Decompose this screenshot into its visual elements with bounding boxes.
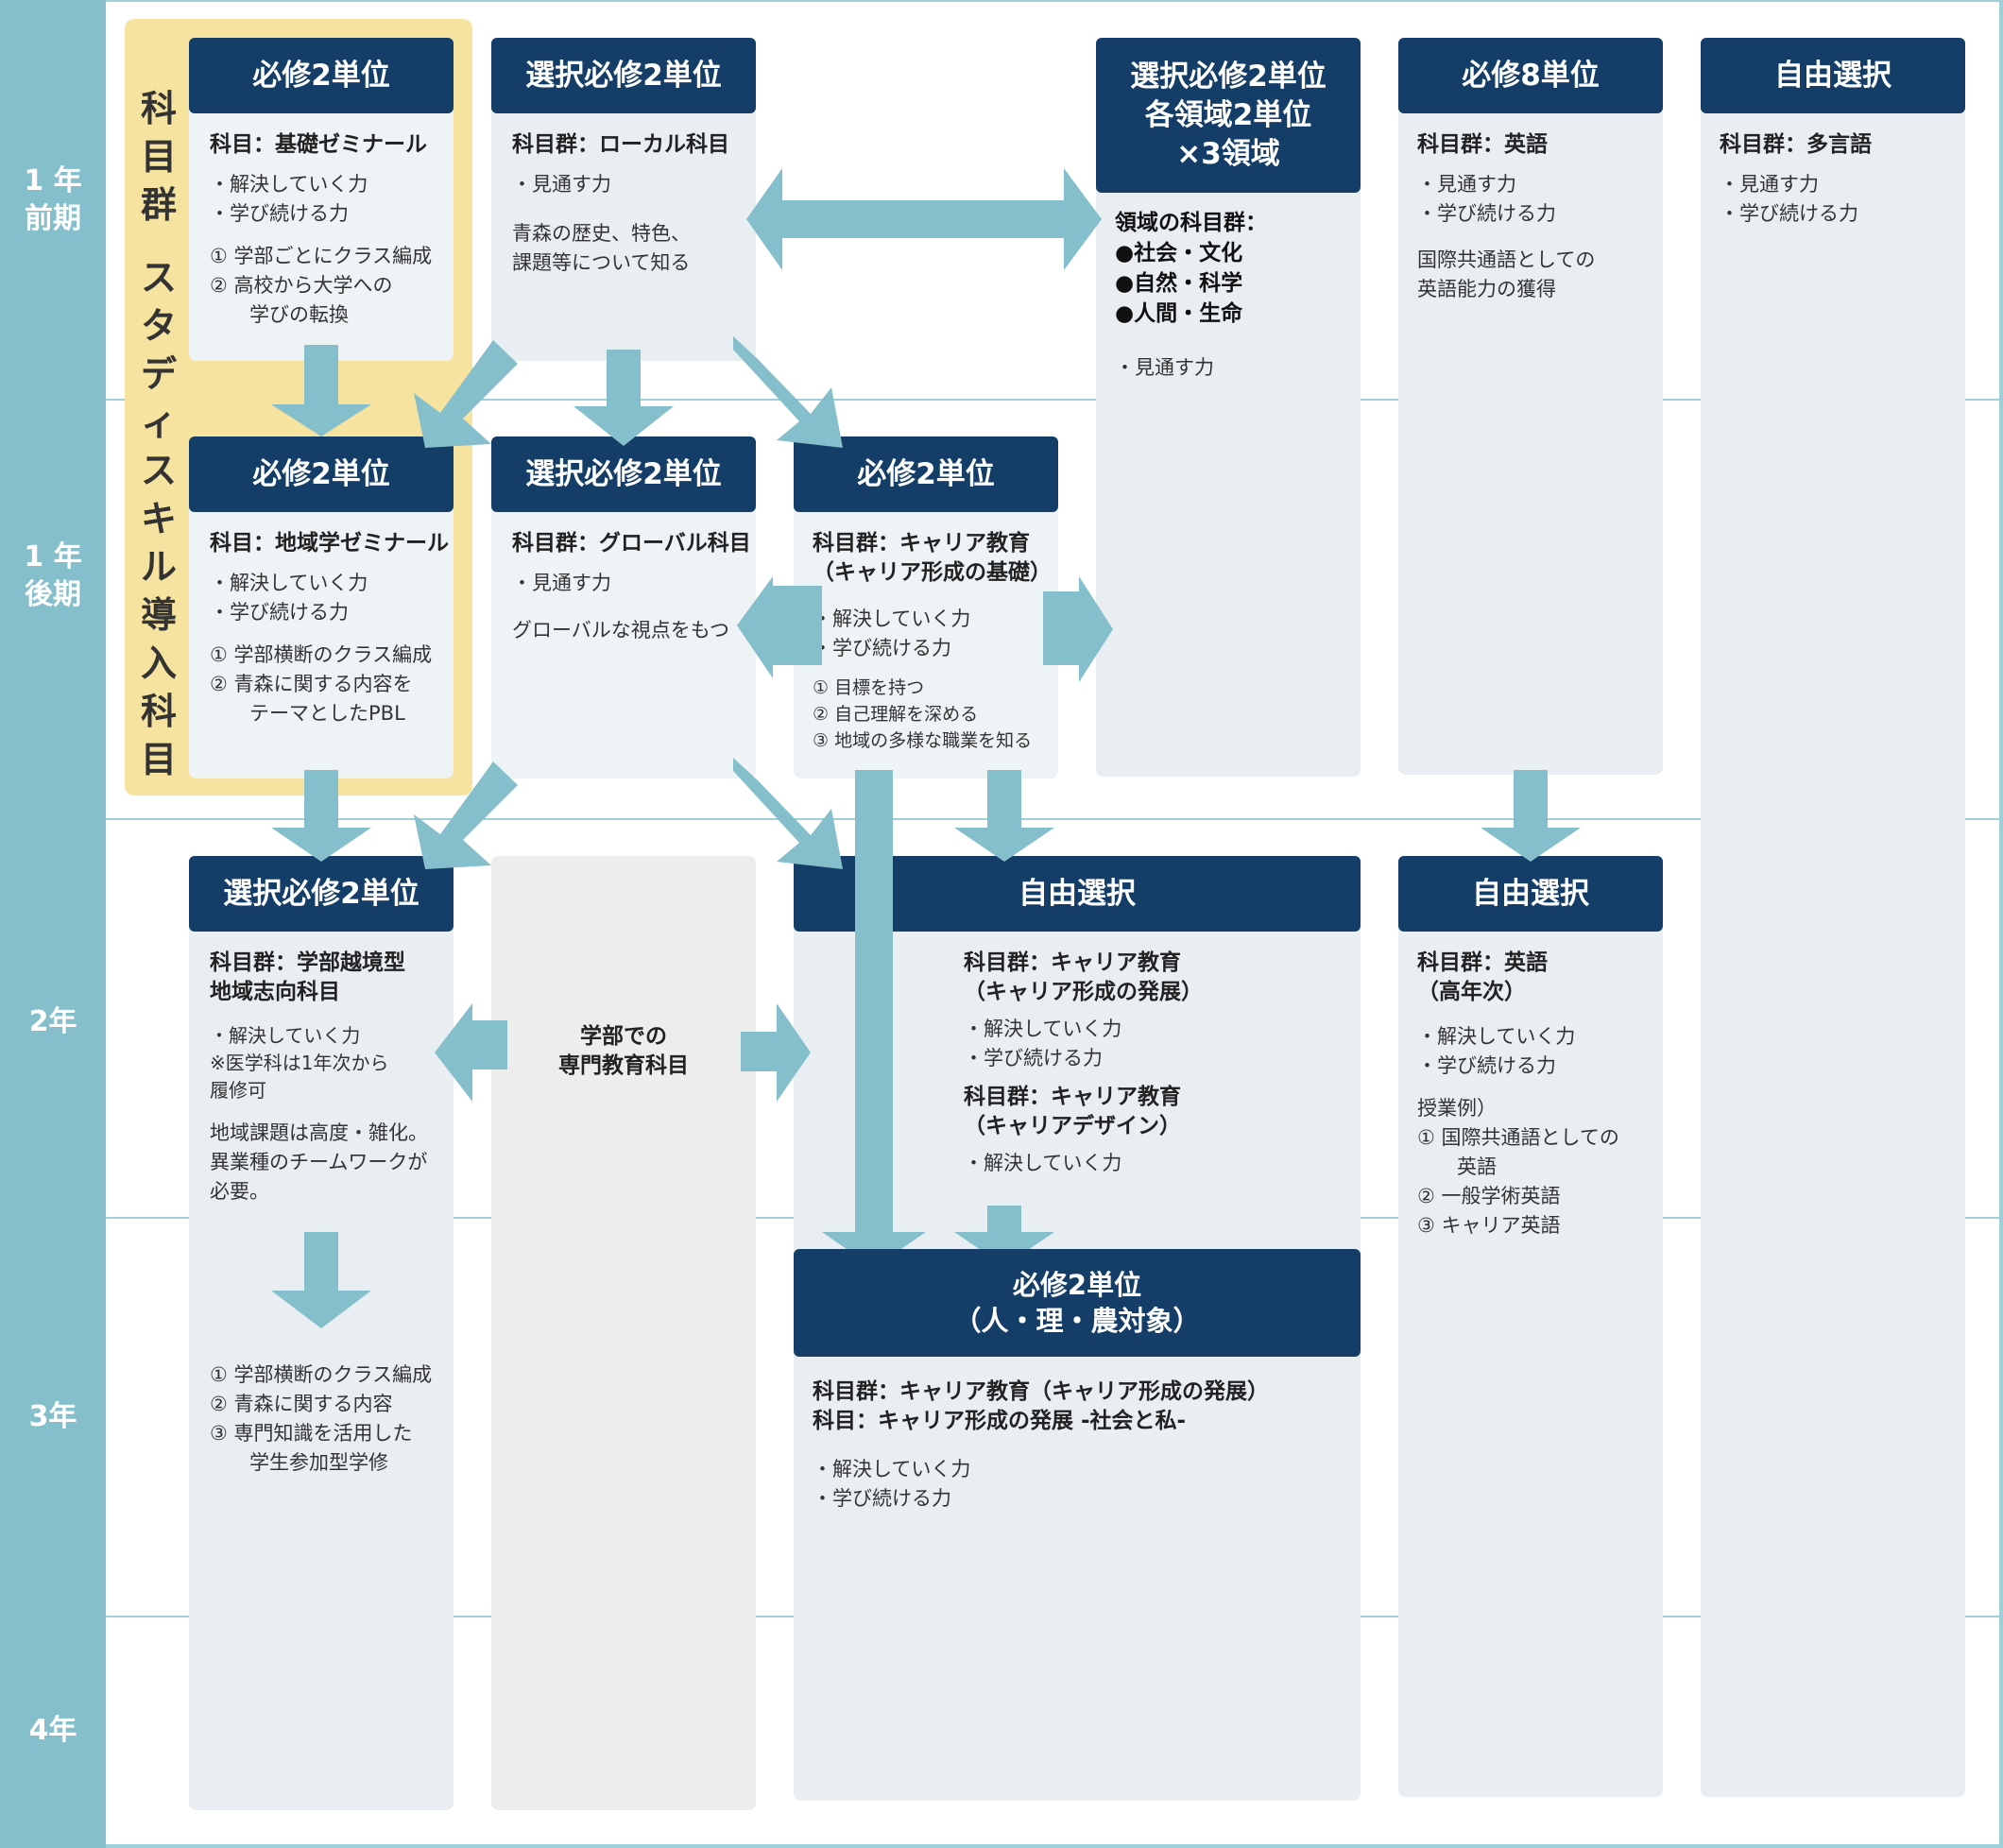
basic-seminar-skills: ・解決していく力 ・学び続ける力 <box>210 173 368 225</box>
arrow-diagonal <box>414 340 518 448</box>
header-local-subjects: 選択必修2単位 <box>491 38 756 113</box>
study-skill-label-char: 入 <box>140 642 177 684</box>
career-basic-notes: ① 目標を持つ ② 自己理解を深める ③ 地域の多様な職業を知る <box>813 677 1033 751</box>
year-label-1-second: 1 年 後期 <box>24 540 82 611</box>
header-english: 必修8単位 <box>1398 38 1663 113</box>
career-development-skills: ・解決していく力 ・学び続ける力 <box>964 1018 1122 1069</box>
header-career-required: 必修2単位 （人・理・農対象） <box>794 1249 1361 1357</box>
study-skill-label-char: 導 <box>140 594 177 636</box>
local-subjects-skills: ・見通す力 <box>512 173 611 196</box>
domain-subjects-title: 領域の科目群： ●社会・文化 ●自然・科学 ●人間・生命 <box>1115 211 1267 326</box>
arrow-bidirectional <box>746 168 1102 270</box>
career-basic-skills: ・解決していく力 ・学び続ける力 <box>813 607 971 659</box>
arrow-down <box>271 1232 371 1328</box>
global-subjects-notes: グローバルな視点をもつ <box>512 619 729 642</box>
study-skill-label-char: ス <box>140 450 177 491</box>
basic-seminar-title: 科目：基礎ゼミナール <box>210 132 427 157</box>
box-english <box>1398 38 1663 775</box>
regional-seminar-notes: ① 学部横断のクラス編成 ② 青森に関する内容を テーマとしたPBL <box>210 643 433 725</box>
cross-faculty-notes-2: ① 学部横断のクラス編成 ② 青森に関する内容 ③ 専門知識を活用した 学生参加… <box>210 1363 433 1474</box>
header-cross-faculty: 選択必修2単位 <box>189 856 454 932</box>
year-column <box>0 0 106 1848</box>
global-subjects-skills: ・見通す力 <box>512 572 611 594</box>
year-label-3: 3年 <box>28 1400 77 1433</box>
header-regional-seminar: 必修2単位 <box>189 436 454 512</box>
local-subjects-title: 科目群：ローカル科目 <box>512 132 729 157</box>
study-skill-label-char: キ <box>140 498 177 539</box>
career-design-title: 科目群：キャリア教育 （キャリアデザイン） <box>964 1085 1181 1138</box>
header-english-advanced: 自由選択 <box>1398 856 1663 932</box>
global-subjects-title: 科目群：グローバル科目 <box>512 531 751 556</box>
arrow-left <box>737 576 822 678</box>
arrow-down <box>574 350 674 446</box>
career-basic-title: 科目群：キャリア教育 （キャリア形成の基礎） <box>813 531 1052 585</box>
english-notes: 国際共通語としての 英語能力の獲得 <box>1417 248 1596 300</box>
arrow-down-long <box>822 770 926 1268</box>
english-advanced-skills: ・解決していく力 ・学び続ける力 <box>1417 1025 1576 1077</box>
header-career-basic: 必修2単位 <box>794 436 1058 512</box>
box-specialized <box>491 856 756 1810</box>
arrow-right <box>741 1003 811 1102</box>
arrow-diagonal <box>414 761 518 869</box>
year-column-border-bottom <box>106 1844 2003 1848</box>
career-required-title: 科目群：キャリア教育（キャリア形成の発展） 科目：キャリア形成の発展 -社会と私… <box>813 1379 1269 1433</box>
year-column-border-right <box>1999 0 2003 1848</box>
cross-faculty-skills: ・解決していく力 ※医学科は1年次から 履修可 <box>210 1024 389 1102</box>
study-skill-label-char: ィ <box>140 402 177 443</box>
regional-seminar-title: 科目：地域学ゼミナール <box>210 531 449 556</box>
career-required-skills: ・解決していく力 ・学び続ける力 <box>813 1458 971 1510</box>
header-domain-subjects: 選択必修2単位 各領域2単位 ×3領域 <box>1096 38 1361 193</box>
multilingual-title: 科目群：多言語 <box>1720 132 1872 157</box>
study-skill-label: 科目群 スタディスキル導入科目 <box>132 85 185 784</box>
domain-subjects-skills: ・見通す力 <box>1115 356 1214 379</box>
year-label-4: 4年 <box>28 1714 77 1747</box>
study-skill-label-char: ル <box>140 546 177 588</box>
study-skill-label-char: デ <box>140 353 177 395</box>
study-skill-label-char: 目 <box>140 136 177 178</box>
year-label-2: 2年 <box>28 1005 77 1038</box>
header-global-subjects: 選択必修2単位 <box>491 436 756 512</box>
box-multilingual <box>1701 38 1965 1797</box>
english-skills: ・見通す力 ・学び続ける力 <box>1417 173 1556 225</box>
header-multilingual: 自由選択 <box>1701 38 1965 113</box>
arrow-down <box>271 770 371 862</box>
year-label-1-first: 1 年 前期 <box>24 164 82 235</box>
study-skill-label-char: タ <box>140 305 177 347</box>
regional-seminar-skills: ・解決していく力 ・学び続ける力 <box>210 572 368 624</box>
arrow-right <box>1043 576 1113 682</box>
cross-faculty-notes: 地域課題は高度・雑化。 異業種のチームワークが 必要。 <box>210 1121 428 1203</box>
english-advanced-title: 科目群：英語 （高年次） <box>1417 950 1548 1004</box>
header-basic-seminar: 必修2単位 <box>189 38 454 113</box>
english-advanced-notes: 授業例） ① 国際共通語としての 英語 ② 一般学術英語 ③ キャリア英語 <box>1417 1097 1619 1237</box>
arrow-down <box>1481 770 1581 862</box>
study-skill-label-char: 目 <box>140 739 177 780</box>
year-column-border-top <box>106 0 2003 2</box>
arrow-down <box>954 1206 1054 1266</box>
career-development-title: 科目群：キャリア教育 （キャリア形成の発展） <box>964 950 1203 1004</box>
basic-seminar-notes: ① 学部ごとにクラス編成 ② 高校から大学への 学びの転換 <box>210 245 433 326</box>
multilingual-skills: ・見通す力 ・学び続ける力 <box>1720 173 1858 225</box>
row-divider <box>106 399 2003 401</box>
career-design-skills: ・解決していく力 <box>964 1152 1122 1174</box>
cross-faculty-title: 科目群：学部越境型 地域志向科目 <box>210 950 405 1004</box>
english-title: 科目群：英語 <box>1417 132 1548 157</box>
specialized-subjects-text: 学部での 専門教育科目 <box>558 1024 689 1078</box>
box-cross-faculty <box>189 856 454 1810</box>
study-skill-label-char: ス <box>140 257 177 299</box>
study-skill-label-char: 科 <box>140 88 177 129</box>
arrow-diagonal <box>733 336 843 448</box>
row-divider <box>106 818 2003 820</box>
arrow-left <box>435 1003 507 1102</box>
study-skill-label-char: 科 <box>140 691 177 732</box>
local-subjects-notes: 青森の歴史、特色、 課題等について知る <box>512 222 691 274</box>
box-english-advanced <box>1398 856 1663 1797</box>
arrow-down <box>954 770 1054 862</box>
study-skill-label-char: 群 <box>140 184 177 226</box>
arrow-diagonal <box>733 758 843 869</box>
arrow-down <box>271 345 371 436</box>
